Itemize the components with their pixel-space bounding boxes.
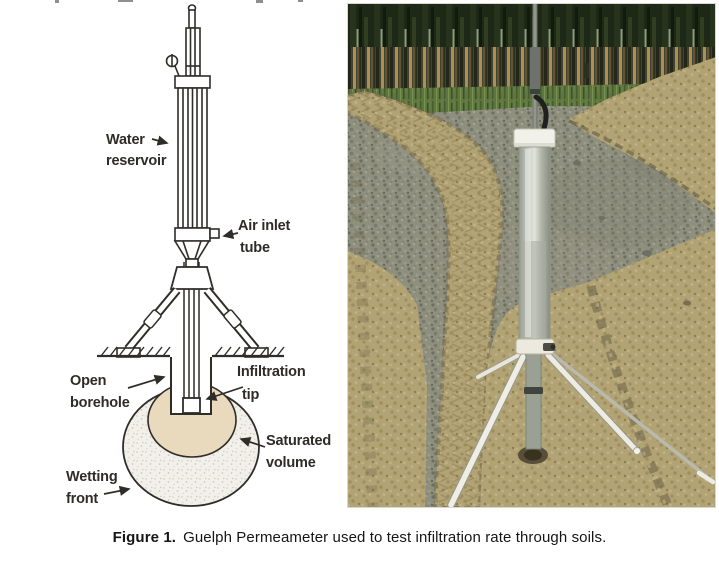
right-trench [568, 57, 716, 213]
ground-hatching [100, 346, 285, 357]
center-trench [347, 88, 505, 508]
field-marker-stick [585, 63, 589, 78]
figure-caption-text: Guelph Permeameter used to test infiltra… [183, 529, 607, 546]
permeameter-diagram: Water reservoir Air inlet tube Open bore… [66, 4, 331, 507]
label-air-inlet-line2: tube [240, 240, 270, 256]
figure-caption-label: Figure 1. [112, 529, 177, 546]
gravel-clods [573, 160, 691, 306]
field-photo [347, 3, 716, 508]
label-water-reservoir-line2: reservoir [106, 153, 167, 169]
label-open-borehole-line2: borehole [70, 395, 130, 411]
tripod-legs [447, 350, 716, 508]
label-open-borehole-line1: Open [70, 373, 106, 389]
air-tube-hook [533, 94, 549, 134]
figure-caption: Figure 1. Guelph Permeameter used to test… [0, 529, 719, 546]
tripod [116, 266, 269, 358]
photo-border [347, 3, 716, 508]
open-borehole-shape [170, 357, 212, 415]
label-saturated-volume-line2: volume [266, 455, 316, 471]
air-inlet-knob [209, 228, 220, 239]
label-infiltration-tip-line2: tip [242, 387, 259, 403]
label-arrows [103, 135, 266, 496]
infiltration-tip-shape [182, 397, 201, 414]
label-saturated-volume-line1: Saturated [266, 433, 331, 449]
left-foreground-mud [347, 162, 427, 508]
permeameter-photo [513, 3, 556, 464]
label-wetting-front-line2: front [66, 491, 98, 507]
label-wetting-front-line1: Wetting [66, 469, 118, 485]
tree-line [347, 3, 716, 53]
label-air-inlet-line1: Air inlet [238, 218, 291, 234]
support-tube [525, 353, 542, 450]
label-water-reservoir-line1: Water [106, 132, 145, 148]
label-infiltration-tip-line1: Infiltration [237, 364, 305, 380]
reservoir-assembly [165, 4, 220, 268]
